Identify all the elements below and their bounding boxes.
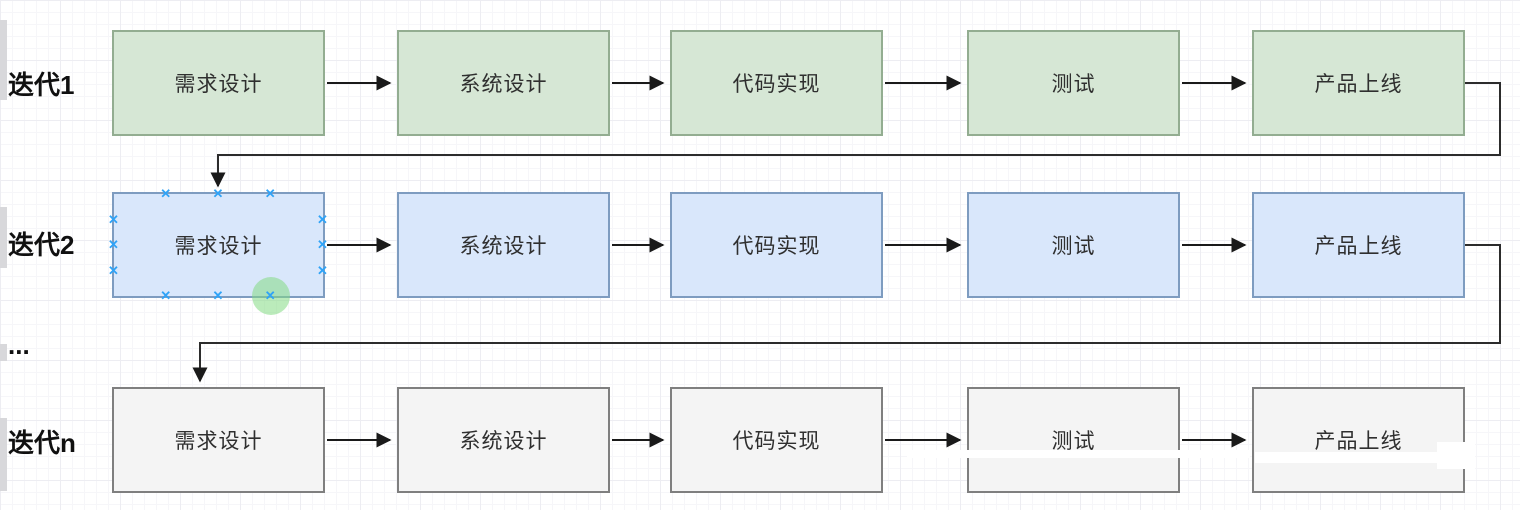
row-label-ellipsis[interactable]: ... — [8, 330, 30, 360]
connection-hover-circle[interactable] — [251, 277, 290, 315]
connection-point-icon[interactable]: ✕ — [264, 186, 277, 201]
connection-point-icon[interactable]: ✕ — [160, 288, 173, 303]
connection-point-icon[interactable]: ✕ — [108, 262, 120, 278]
box-itern-system-design[interactable]: 系统设计 — [397, 387, 610, 493]
white-artifact-patch — [1437, 442, 1475, 469]
connection-point-icon[interactable]: ✕ — [108, 211, 120, 227]
box-iter2-requirements-selected[interactable]: 需求设计 ✕ ✕ ✕ ✕ ✕ ✕ ✕ ✕ ✕ ✕ ✕ ✕ — [108, 187, 328, 315]
feedback-connector-iter1-to-iter2[interactable] — [210, 82, 1501, 188]
box-iter1-requirements[interactable]: 需求设计 — [112, 30, 325, 136]
box-iter1-system-design[interactable]: 系统设计 — [397, 30, 610, 136]
connection-point-icon[interactable]: ✕ — [108, 237, 120, 252]
row-label-iteration-n[interactable]: 迭代n — [8, 428, 76, 458]
box-iter2-testing[interactable]: 测试 — [967, 192, 1180, 298]
box-iter2-system-design[interactable]: 系统设计 — [397, 192, 610, 298]
connection-point-icon[interactable]: ✕ — [160, 186, 173, 201]
row-label-iteration-2[interactable]: 迭代2 — [8, 230, 75, 260]
box-itern-launch[interactable]: 产品上线 — [1252, 387, 1465, 493]
box-iter1-testing[interactable]: 测试 — [967, 30, 1180, 136]
left-edge-strip — [0, 344, 7, 361]
box-iter1-coding[interactable]: 代码实现 — [670, 30, 883, 136]
box-label: 需求设计 — [174, 235, 263, 258]
white-artifact-patch — [1255, 452, 1437, 463]
row-label-iteration-1[interactable]: 迭代1 — [8, 70, 75, 100]
left-edge-strip — [0, 207, 7, 268]
connection-point-icon[interactable]: ✕ — [212, 288, 225, 303]
box-iter2-launch[interactable]: 产品上线 — [1252, 192, 1465, 298]
box-itern-testing[interactable]: 测试 — [967, 387, 1180, 493]
connection-point-icon[interactable]: ✕ — [317, 262, 329, 278]
connection-point-icon[interactable]: ✕ — [264, 288, 277, 303]
connection-point-icon[interactable]: ✕ — [317, 211, 329, 227]
left-edge-strip — [0, 418, 7, 491]
box-iter1-launch[interactable]: 产品上线 — [1252, 30, 1465, 136]
feedback-connector-iter2-to-itern[interactable] — [192, 244, 1501, 383]
box-iter2-coding[interactable]: 代码实现 — [670, 192, 883, 298]
left-edge-strip — [0, 20, 7, 100]
white-artifact-patch — [907, 450, 1250, 458]
connection-point-icon[interactable]: ✕ — [317, 237, 329, 252]
box-itern-coding[interactable]: 代码实现 — [670, 387, 883, 493]
box-itern-requirements[interactable]: 需求设计 — [112, 387, 325, 493]
connection-point-icon[interactable]: ✕ — [212, 186, 225, 201]
